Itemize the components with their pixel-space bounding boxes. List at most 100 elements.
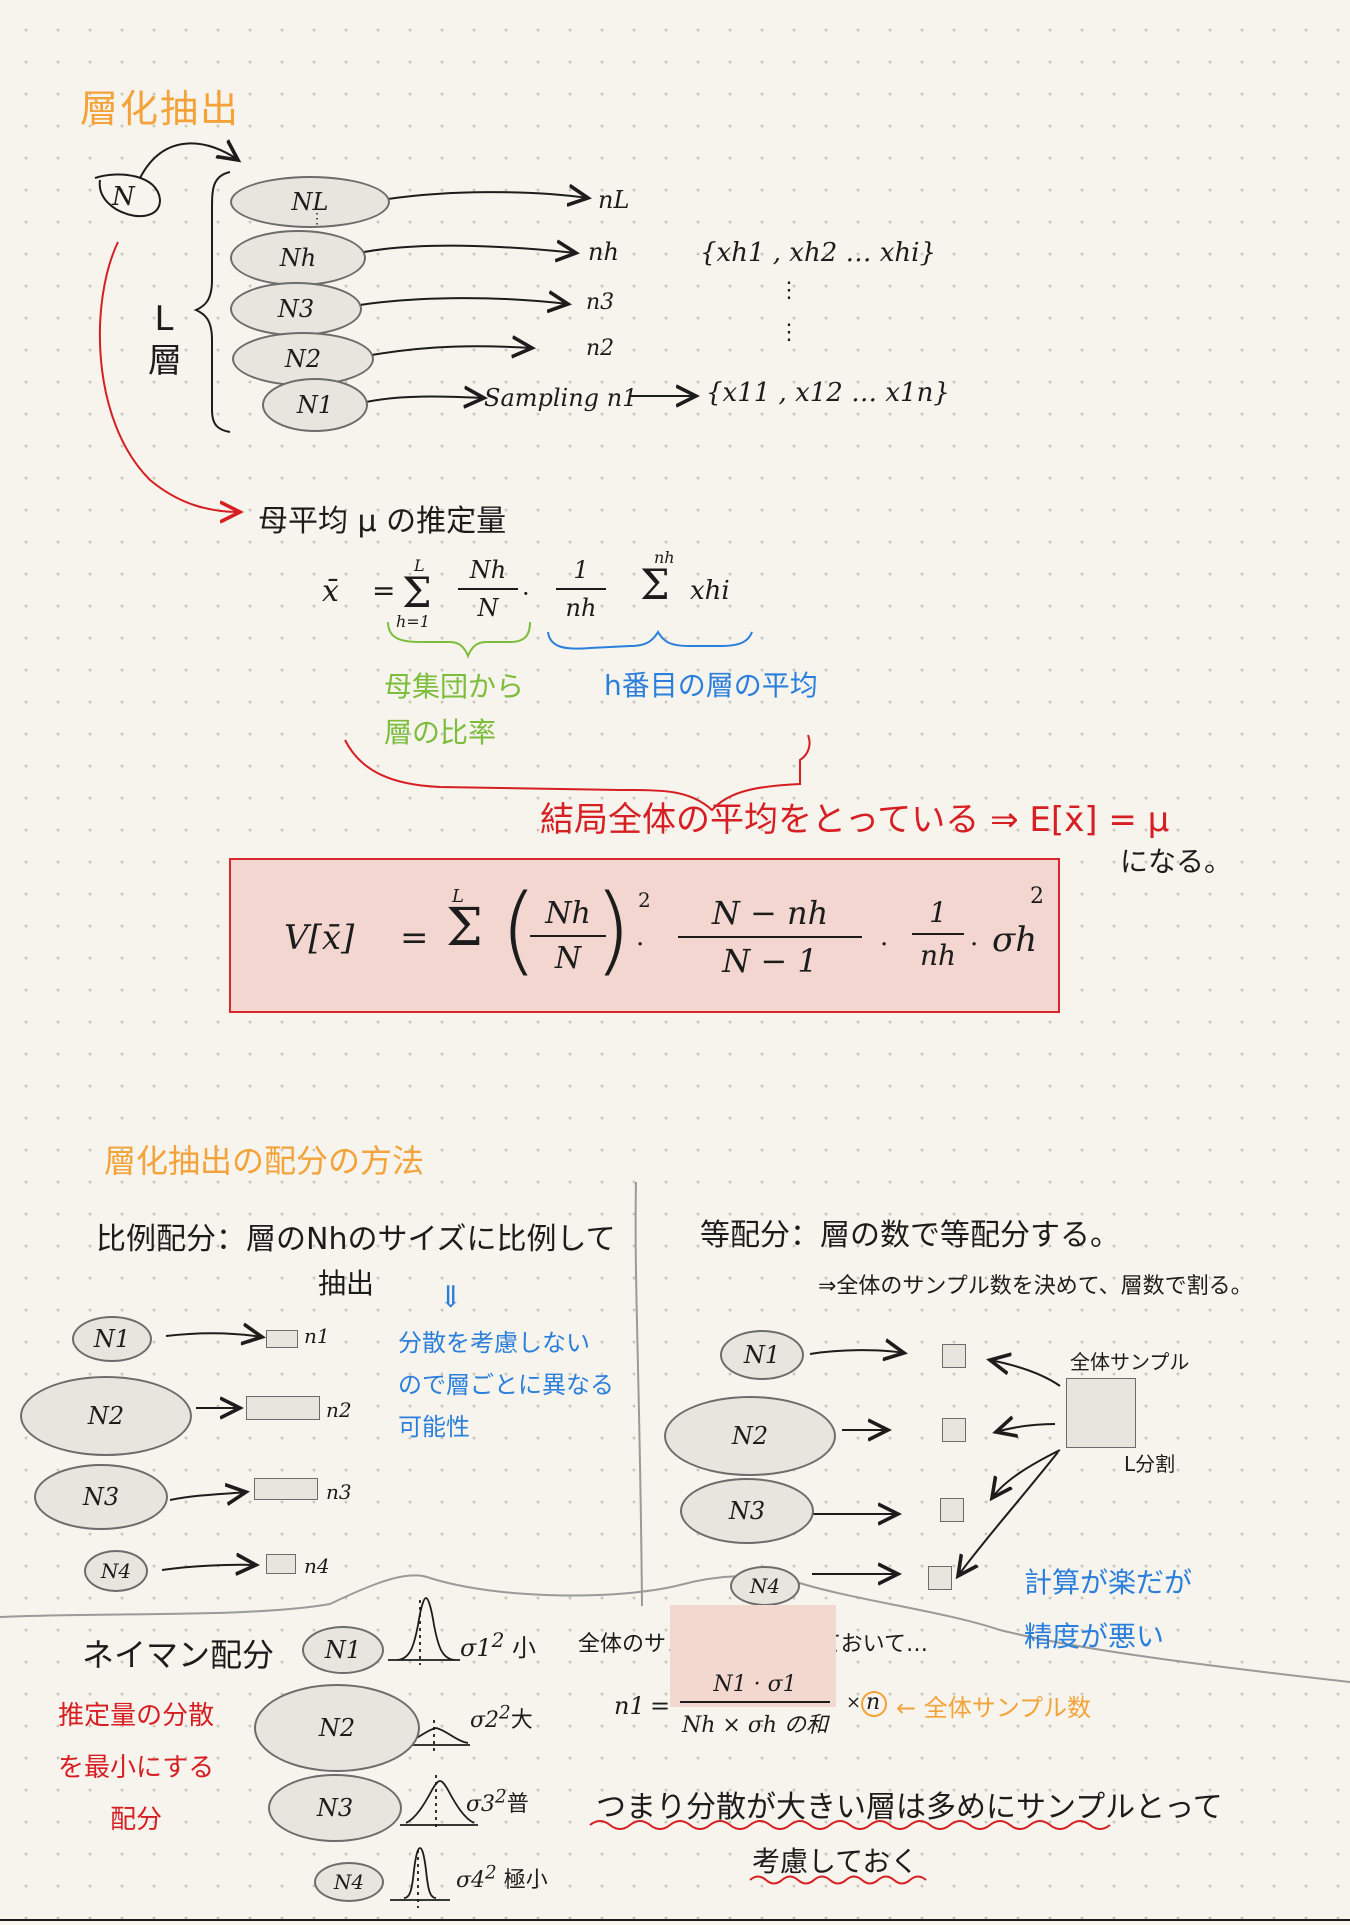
stratum-label: N2 [731,1422,769,1450]
equal-sample-box-1 [942,1344,966,1368]
proportional-title: 比例配分：層のNhのサイズに比例して [96,1222,616,1257]
neyman-n: n [866,1690,881,1715]
neyman-sigma-2: σ22大 [470,1702,533,1734]
allocation-title: 層化抽出の配分の方法 [104,1142,425,1180]
formula-lhs: x̄ [322,574,339,609]
formula-dot: · [522,580,530,608]
sum2-symbol: Σ [640,560,670,609]
stratum-ellipse-nh: Nh [230,230,366,286]
whole-sample-label: 全体サンプル [1070,1350,1190,1374]
variance-power: 2 [638,888,651,912]
equal-sample-box-4 [928,1566,952,1590]
equal-ellipse-n2: N2 [664,1396,836,1476]
prop-sample-n4: n4 [304,1554,330,1578]
variance-eq: = [400,918,429,958]
variance-frac1-num: Nh [545,896,591,931]
neyman-sigma-1: σ12 小 [460,1628,536,1663]
stratum-label: N3 [82,1483,120,1511]
variance-sigma: σh [992,920,1038,960]
neyman-frac: N1 · σ1 Nh × σh の和 [680,1672,830,1739]
equal-title: 等配分：層の数で等配分する。 [700,1218,1120,1253]
arrow-n3 [359,298,568,305]
stratum-label: N2 [87,1402,125,1430]
variance-frac1-den: N [554,941,582,976]
neyman-lhs: n1 [614,1692,645,1720]
sample-n1: n1 [606,384,638,412]
neyman-note-line-2: を最小にする [58,1753,215,1783]
sigma-power: 2 [499,1702,511,1724]
prop-ellipse-n2: N2 [20,1376,192,1456]
variance-frac1: Nh N [530,896,606,976]
sum1-top: L [414,556,425,575]
neyman-sigma-4: σ42 極小 [456,1862,548,1894]
frac2-bar [556,588,606,590]
stratum-label: N3 [316,1794,354,1822]
variance-sigma-power: 2 [1030,884,1044,909]
sample-n2: n2 [586,336,615,361]
variance-lhs: V[x̄] [284,918,355,958]
whole-sample-box [1066,1378,1136,1448]
prop-sample-box-1 [266,1330,298,1348]
neyman-note: 推定量の分散 を最小にする 配分 [58,1690,214,1846]
blue-brace [547,630,753,650]
whole-arrow-2 [996,1424,1056,1432]
sigma-size: 小 [512,1634,537,1662]
sample-values-h: {xh1 , xh2 … xhi} [700,238,937,268]
sigma-symbol: σ4 [456,1868,486,1893]
variance-sum: Σ [446,898,483,958]
sample-nl: nL [598,186,630,214]
note-green-line-2: 層の比率 [384,716,497,749]
frac2-num: 1 [573,556,589,584]
frac1-bar [458,588,518,590]
equal-note: 計算が楽だが 精度が悪い [1024,1556,1192,1664]
variance-frac3-den: nh [919,939,957,972]
prop-ellipse-n3: N3 [34,1464,168,1530]
population-to-strata-arrow [139,143,238,179]
stratum-label: Nh [279,244,317,272]
neyman-title: ネイマン配分 [82,1636,275,1674]
sum1-symbol: Σ [402,568,432,617]
prop-ellipse-n1: N1 [72,1316,152,1362]
sigma-symbol: σ1 [460,1634,492,1662]
prop-sample-n1: n1 [304,1324,330,1348]
sigma-power: 2 [491,1628,505,1652]
paren-right: ) [594,874,632,986]
neyman-note-line-1: 推定量の分散 [58,1701,215,1731]
values-vertical-dots-2: ⋮ [778,320,800,345]
sample-nh: nh [588,238,619,266]
whole-arrow-3 [992,1449,1061,1498]
vertical-dots: ⋮ [310,211,324,227]
frac2: 1 nh [556,556,606,622]
proportional-note-line-1: 分散を考慮しない [398,1329,590,1357]
sum2-top: nh [654,548,675,567]
variance-dot-1: · [636,930,645,960]
variance-dot-2: · [880,930,889,960]
stratum-label: N1 [324,1636,362,1664]
sigma-size: 大 [510,1708,533,1733]
equal-subtitle: ⇒全体のサンプル数を決めて、層数で割る。 [818,1274,1253,1299]
equal-sample-box-2 [942,1418,966,1442]
stratum-label: N3 [277,295,315,323]
sigma-symbol: σ3 [466,1792,496,1817]
neyman-conclusion: つまり分散が大きい層は多めにサンプルとって [596,1790,1223,1825]
divide-label: L分割 [1124,1452,1176,1476]
equal-sample-box-3 [940,1498,964,1522]
equal-ellipse-n3: N3 [680,1478,814,1544]
formula-term: xhi [690,576,730,606]
stratum-label: N1 [743,1341,781,1369]
prop-sample-box-4 [266,1554,296,1574]
sample-n3: n3 [586,290,615,315]
neyman-note-line-3: 配分 [110,1805,163,1835]
variance-dot-3: · [970,930,979,960]
sigma-size: 極小 [503,1868,548,1893]
frac1: Nh N [458,556,518,622]
sigma-power: 2 [495,1786,507,1808]
equal-arrow-1 [809,1350,904,1354]
stratum-label: N4 [333,1870,365,1894]
prop-sample-n3: n3 [326,1480,352,1504]
paren-left: ( [500,874,538,986]
neyman-frac-num: N1 · σ1 [713,1672,797,1697]
arrow-n1 [365,397,484,402]
variance-frac2-bar [678,936,862,938]
stratum-ellipse-nl: NL [230,176,390,228]
